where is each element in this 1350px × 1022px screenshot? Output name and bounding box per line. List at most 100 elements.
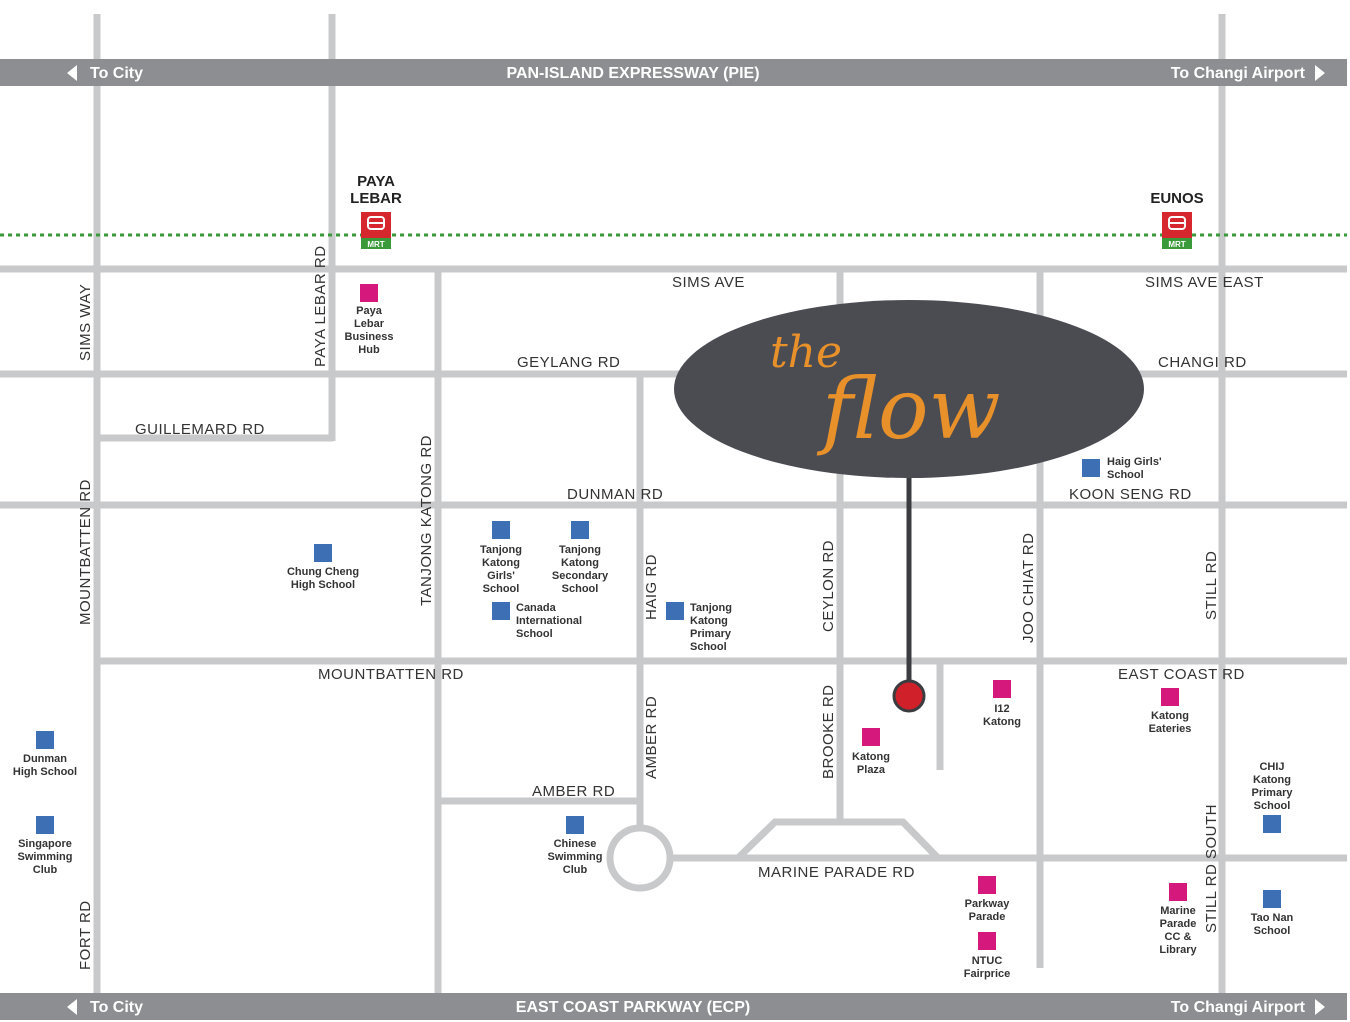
label-amber-rd-h: AMBER RD bbox=[532, 783, 615, 800]
brand-flow: flow bbox=[816, 360, 1001, 458]
label-haig-rd: HAIG RD bbox=[643, 554, 660, 620]
school-marker-icon bbox=[1263, 815, 1281, 833]
left-arrow-icon bbox=[67, 65, 77, 81]
poi-label-line: Katong bbox=[1253, 774, 1291, 786]
poi-label-line: Secondary bbox=[552, 570, 609, 582]
pie-right-label: To Changi Airport bbox=[1171, 65, 1306, 82]
station-name-line1: PAYA bbox=[357, 173, 395, 190]
poi-label-line: Singapore bbox=[18, 838, 72, 850]
school-marker-icon bbox=[492, 602, 510, 620]
ecp-right-label: To Changi Airport bbox=[1171, 999, 1306, 1016]
poi-label-line: Katong bbox=[1151, 710, 1189, 722]
label-paya-lebar-rd: PAYA LEBAR RD bbox=[312, 245, 329, 367]
poi-label: Haig Girls'School bbox=[1107, 456, 1162, 481]
poi-label-line: Eateries bbox=[1149, 723, 1192, 735]
poi-label-line: Girls' bbox=[487, 570, 515, 582]
amenity-marker-icon bbox=[1161, 688, 1179, 706]
poi-label-line: CC & bbox=[1165, 931, 1192, 943]
ecp-name: EAST COAST PARKWAY (ECP) bbox=[516, 999, 750, 1016]
label-guillemard-rd: GUILLEMARD RD bbox=[135, 421, 265, 438]
poi-label-line: School bbox=[1254, 925, 1291, 937]
label-changi-rd: CHANGI RD bbox=[1158, 354, 1247, 371]
poi-label-line: Swimming bbox=[547, 851, 602, 863]
poi-label-line: Paya bbox=[356, 305, 383, 317]
school-marker-icon bbox=[314, 544, 332, 562]
amenity-marker-icon bbox=[360, 284, 378, 302]
mrt-station-paya-lebar: PAYA LEBAR MRT bbox=[350, 173, 402, 249]
school-marker-icon bbox=[1263, 890, 1281, 908]
ecp-left-label: To City bbox=[90, 999, 143, 1016]
poi-label-line: International bbox=[516, 615, 582, 627]
poi-label-line: School bbox=[516, 628, 553, 640]
poi-label-line: Parkway bbox=[965, 898, 1011, 910]
mrt-train-icon bbox=[1162, 212, 1192, 238]
poi-label-line: Club bbox=[33, 864, 58, 876]
poi-label-line: NTUC bbox=[972, 955, 1003, 967]
mrt-train-icon bbox=[361, 212, 391, 238]
school-marker-icon bbox=[571, 521, 589, 539]
poi-label-line: Parade bbox=[969, 911, 1006, 923]
poi-label-line: Marine bbox=[1160, 905, 1195, 917]
school-marker-icon bbox=[666, 602, 684, 620]
label-fort-rd: FORT RD bbox=[77, 900, 94, 970]
poi-label-line: Katong bbox=[482, 557, 520, 569]
poi-label-line: Haig Girls' bbox=[1107, 456, 1162, 468]
poi-label-line: Katong bbox=[561, 557, 599, 569]
station-name-line2: LEBAR bbox=[350, 190, 402, 207]
right-arrow-icon bbox=[1315, 999, 1325, 1015]
roundabout bbox=[606, 824, 674, 892]
amenity-marker-icon bbox=[862, 728, 880, 746]
label-still-rd: STILL RD bbox=[1203, 551, 1220, 620]
poi-label-line: School bbox=[483, 583, 520, 595]
poi-label-line: Primary bbox=[690, 628, 732, 640]
station-name: EUNOS bbox=[1150, 190, 1203, 207]
label-amber-rd-v: AMBER RD bbox=[643, 696, 660, 779]
label-brooke-rd: BROOKE RD bbox=[820, 684, 837, 779]
mrt-badge: MRT bbox=[1168, 240, 1185, 249]
ecp-expressway: To City EAST COAST PARKWAY (ECP) To Chan… bbox=[0, 993, 1347, 1020]
mrt-station-eunos: EUNOS MRT bbox=[1150, 190, 1204, 249]
road-network bbox=[0, 14, 1347, 995]
label-mountbatten-rd-h: MOUNTBATTEN RD bbox=[318, 666, 464, 683]
poi-label-line: School bbox=[690, 641, 727, 653]
poi-label-line: School bbox=[562, 583, 599, 595]
poi-label-line: Katong bbox=[852, 751, 890, 763]
poi-label-line: Club bbox=[563, 864, 588, 876]
pie-left-label: To City bbox=[90, 65, 143, 82]
label-mountbatten-rd-v: MOUNTBATTEN RD bbox=[77, 479, 94, 625]
school-marker-icon bbox=[36, 731, 54, 749]
pie-expressway: To City PAN-ISLAND EXPRESSWAY (PIE) To C… bbox=[0, 59, 1347, 86]
poi-label-line: Katong bbox=[983, 716, 1021, 728]
label-sims-way: SIMS WAY bbox=[77, 284, 94, 361]
poi-label-line: Canada bbox=[516, 602, 557, 614]
school-marker-icon bbox=[36, 816, 54, 834]
poi-label-line: Library bbox=[1159, 944, 1197, 956]
label-geylang-rd: GEYLANG RD bbox=[517, 354, 620, 371]
amenity-marker-icon bbox=[978, 876, 996, 894]
poi-label-line: Fairprice bbox=[964, 968, 1010, 980]
the-flow-callout: the flow bbox=[674, 300, 1144, 713]
poi-label-line: Chinese bbox=[554, 838, 597, 850]
label-sims-ave-east: SIMS AVE EAST bbox=[1145, 274, 1264, 291]
label-marine-parade-rd: MARINE PARADE RD bbox=[758, 864, 915, 881]
